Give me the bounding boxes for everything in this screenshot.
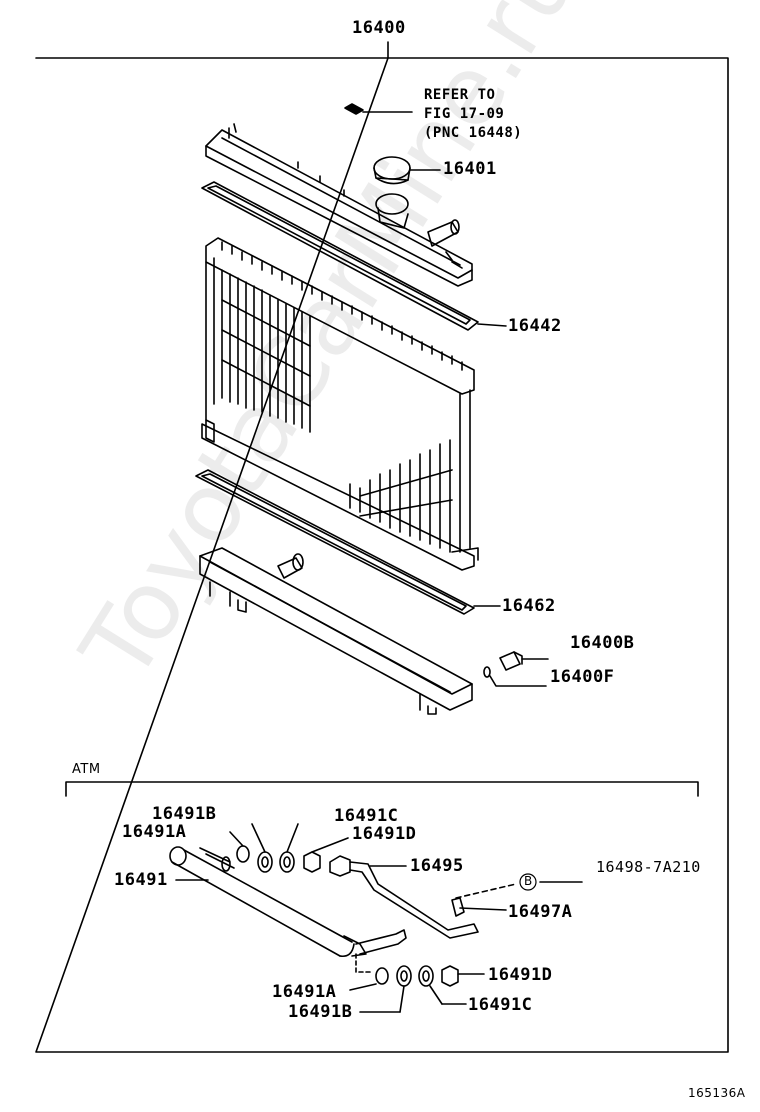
part-label-drain-cock: 16400B: [570, 633, 635, 653]
refer-note-line1: REFER TO: [424, 87, 496, 103]
part-label-hose: 16495: [410, 856, 464, 876]
atm-bottom-fittings: [175, 879, 485, 1013]
part-label-top-washer-b: 16491B: [152, 804, 217, 824]
atm-section-label: ATM: [72, 762, 101, 777]
part-label-bottom-washer-c: 16491C: [468, 995, 533, 1015]
upper-tank-drawing: [205, 123, 473, 287]
radiator-cap-drawing: [373, 156, 411, 185]
refer-note-line3: (PNC 16448): [424, 125, 523, 141]
lower-tank-drawing: [199, 547, 473, 715]
oil-cooler-drawing: [169, 846, 407, 973]
part-label-cap: 16401: [443, 159, 497, 179]
part-label-bottom-nut-d: 16491D: [488, 965, 553, 985]
drain-cock-drawing: [483, 651, 523, 678]
refer-note-line2: FIG 17-09: [424, 106, 505, 122]
part-label-drain-ring: 16400F: [550, 667, 615, 687]
part-label-clip: 16497A: [508, 902, 573, 922]
part-label-upper-gasket: 16442: [508, 316, 562, 336]
atm-section-bracket: [65, 781, 699, 797]
part-label-oil-cooler: 16491: [114, 870, 168, 890]
clip-drawing: [451, 873, 583, 917]
assembly-part-number: 16400: [352, 18, 406, 38]
radiator-core-drawing: [201, 237, 479, 571]
assembly-frame: [35, 41, 729, 1053]
part-label-lower-gasket: 16462: [502, 596, 556, 616]
part-label-top-nut-d: 16491D: [352, 824, 417, 844]
lower-gasket-drawing: [195, 469, 475, 615]
part-label-clip-ref: 16498-7A210: [596, 858, 701, 876]
upper-gasket-drawing: [201, 181, 479, 331]
document-number: 165136A: [688, 1086, 746, 1100]
atm-top-fittings: [229, 823, 349, 873]
part-label-top-oring-a: 16491A: [122, 822, 187, 842]
part-label-bottom-oring-a: 16491A: [272, 982, 337, 1002]
upper-leaders: [409, 169, 549, 687]
clip-callout-letter: B: [524, 874, 533, 888]
part-label-top-washer-c: 16491C: [334, 806, 399, 826]
refer-leader: [344, 103, 413, 115]
part-label-bottom-washer-b: 16491B: [288, 1002, 353, 1022]
atm-hose-drawing: [329, 855, 479, 939]
